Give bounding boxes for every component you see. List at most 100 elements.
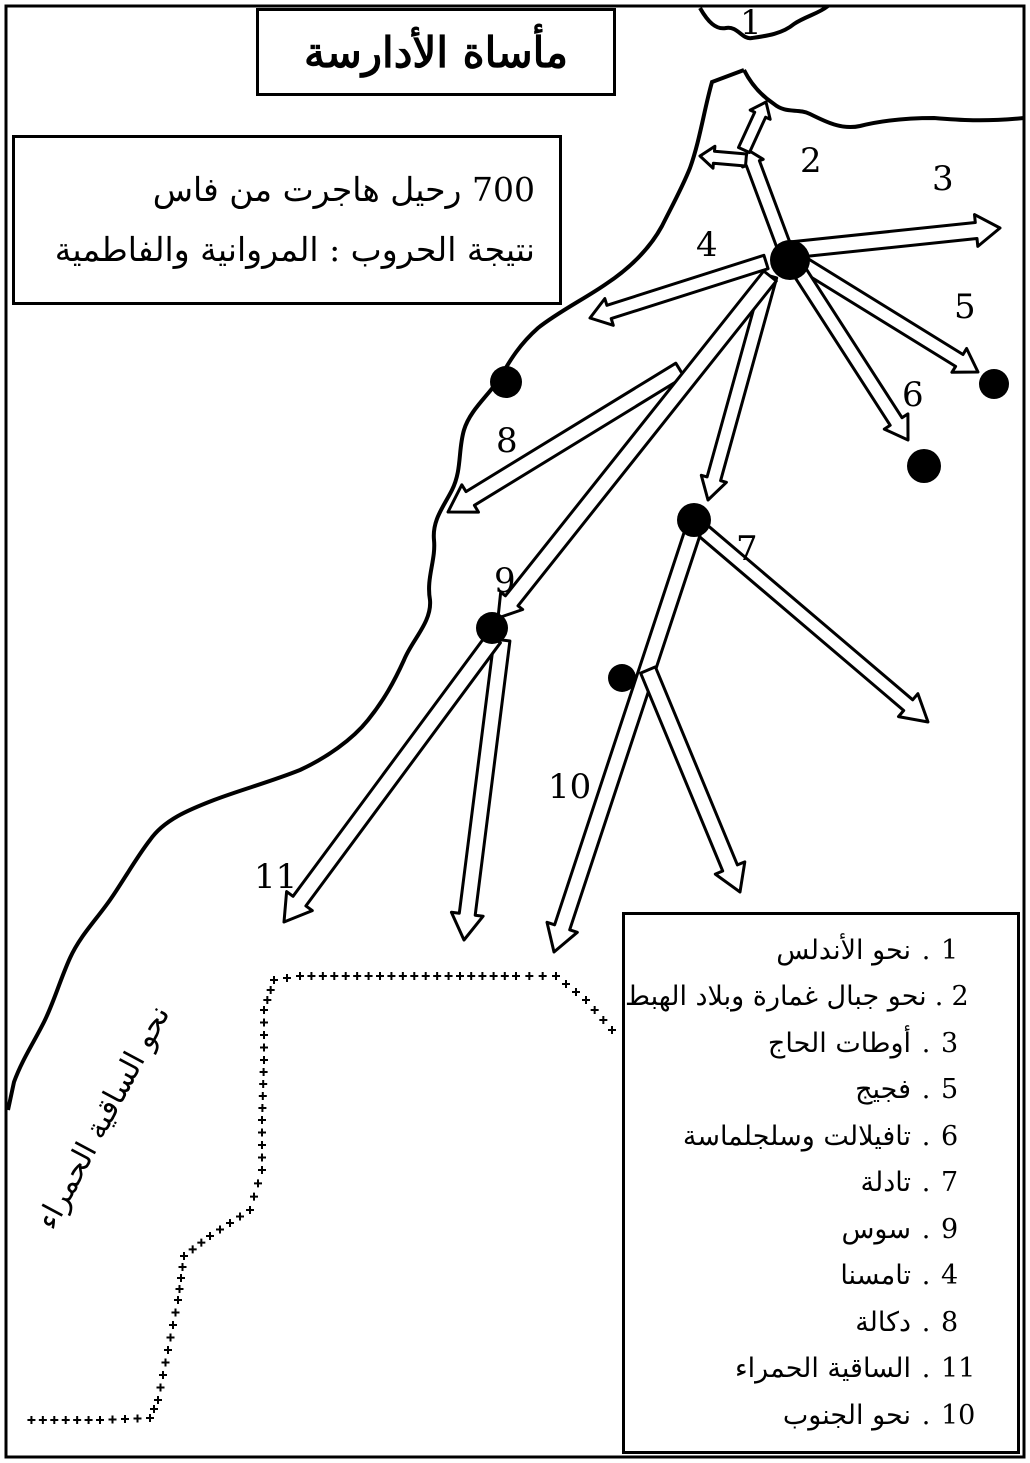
boundary-mark: [258, 1104, 267, 1112]
arrow-route-8: [446, 361, 686, 514]
map-number-11: 11: [254, 857, 297, 897]
boundary-mark: [161, 1358, 170, 1367]
boundary-mark: [260, 1006, 268, 1014]
legend-separator: .: [921, 1167, 931, 1199]
boundary-mark: [258, 1166, 266, 1174]
boundary-mark: [174, 1296, 182, 1304]
legend-number: 7: [941, 1167, 959, 1199]
legend-name: تامسنا: [840, 1260, 911, 1292]
arrow-route-5: [794, 254, 980, 374]
boundary-mark: [260, 1056, 268, 1064]
boundary-mark: [512, 972, 520, 980]
legend-name: نحو الجنوب: [782, 1399, 911, 1431]
boundary-mark: [259, 1080, 268, 1088]
boundary-mark: [572, 988, 580, 996]
boundary-mark: [410, 972, 419, 980]
arrow-route-9: [496, 269, 778, 620]
boundary-mark: [164, 1346, 172, 1354]
boundary-mark: [489, 972, 498, 980]
boundary-mark: [552, 972, 560, 980]
map-number-4: 4: [696, 225, 718, 265]
migration-arrows: [282, 100, 1002, 954]
boundary-mark: [216, 1225, 224, 1234]
boundary-mark: [270, 976, 278, 984]
boundary-mark: [206, 1232, 214, 1240]
boundary-mark: [260, 1043, 268, 1052]
map-number-2: 2: [800, 141, 822, 181]
map-number-5: 5: [954, 287, 976, 327]
boundary-mark: [258, 1153, 266, 1162]
boundary-mark: [599, 1016, 608, 1024]
legend-number: 11: [941, 1353, 976, 1385]
legend-name: نحو جبال غمارة وبلاد الهبط: [625, 981, 927, 1013]
boundary-mark: [156, 1383, 165, 1392]
boundary-mark: [376, 972, 384, 980]
map-number-3: 3: [932, 159, 954, 199]
legend-separator: .: [921, 1213, 931, 1245]
boundary-mark: [260, 1018, 268, 1027]
city-dot-west: [490, 366, 522, 398]
boundary-mark: [38, 1416, 47, 1424]
boundary-mark: [318, 972, 327, 980]
boundary-mark: [150, 1405, 158, 1413]
boundary-mark: [258, 1092, 267, 1100]
legend-name: فجيج: [855, 1074, 911, 1106]
legend-number: 5: [941, 1074, 959, 1106]
legend-separator: .: [921, 1306, 931, 1338]
map-frame: [4, 4, 1026, 1459]
legend-separator: .: [921, 1260, 931, 1292]
arrow-route-4: [588, 253, 770, 327]
legend-item: 8.دكالة: [625, 1299, 1001, 1346]
legend-item: 6.تافيلالت وسلجلماسة: [625, 1113, 1001, 1160]
boundary-mark: [364, 972, 373, 980]
boundary-mark: [296, 972, 304, 980]
info-line-1: 700 رحيل هاجرت من فاس: [152, 170, 535, 209]
boundary-mark: [467, 972, 476, 980]
city-dot-sous: [476, 612, 508, 644]
map-number-8: 8: [496, 421, 518, 461]
legend-number: 6: [941, 1120, 959, 1152]
title-box: مأساة الأدارسة: [256, 8, 616, 96]
arrow-route-3: [787, 213, 1002, 260]
boundary-mark: [258, 1116, 266, 1124]
map-number-10: 10: [548, 767, 591, 807]
arrow-route-10: [545, 524, 704, 954]
legend-item: 4. تامسنا: [625, 1253, 1001, 1300]
boundary-mark: [263, 996, 272, 1004]
boundary-mark: [258, 1128, 266, 1137]
city-dot-figuig: [979, 369, 1009, 399]
legend-item: 3.أوطات الحاج: [625, 1020, 1001, 1067]
arrow-route-7-south: [699, 272, 779, 502]
map-number-6: 6: [902, 375, 924, 415]
city-dots: [476, 240, 1009, 692]
arrow-route-sous-south: [449, 637, 512, 942]
map-number-9: 9: [494, 561, 516, 601]
arrow-route-2: [741, 148, 795, 256]
boundary-mark: [61, 1416, 70, 1424]
boundary-mark: [353, 972, 362, 980]
city-dot-south: [608, 664, 636, 692]
city-dot-tadla: [677, 503, 711, 537]
legend-number: 4: [941, 1260, 959, 1292]
boundary-mark: [259, 1068, 268, 1076]
boundary-mark: [398, 972, 407, 980]
boundary-mark: [590, 1006, 599, 1014]
arrow-route-2-west: [698, 144, 748, 170]
arrow-route-6: [788, 260, 910, 442]
boundary-mark: [27, 1416, 36, 1424]
boundary-mark: [146, 1414, 154, 1422]
boundary-mark: [197, 1238, 206, 1247]
map-number-7: 7: [736, 529, 758, 569]
legend-item: 1.نحو الأندلس: [625, 927, 1001, 974]
legend-name: أوطات الحاج: [767, 1027, 911, 1059]
boundary-mark: [166, 1333, 175, 1342]
boundary-mark: [444, 972, 453, 980]
boundary-mark: [421, 972, 430, 980]
legend-number: 3: [941, 1027, 959, 1059]
boundary-mark: [96, 1416, 104, 1424]
map-title: مأساة الأدارسة: [304, 27, 568, 77]
boundary-mark: [283, 974, 291, 982]
saguia-direction-label: نحو الساقية الحمراء: [30, 1000, 177, 1236]
boundary-mark: [175, 1285, 184, 1293]
